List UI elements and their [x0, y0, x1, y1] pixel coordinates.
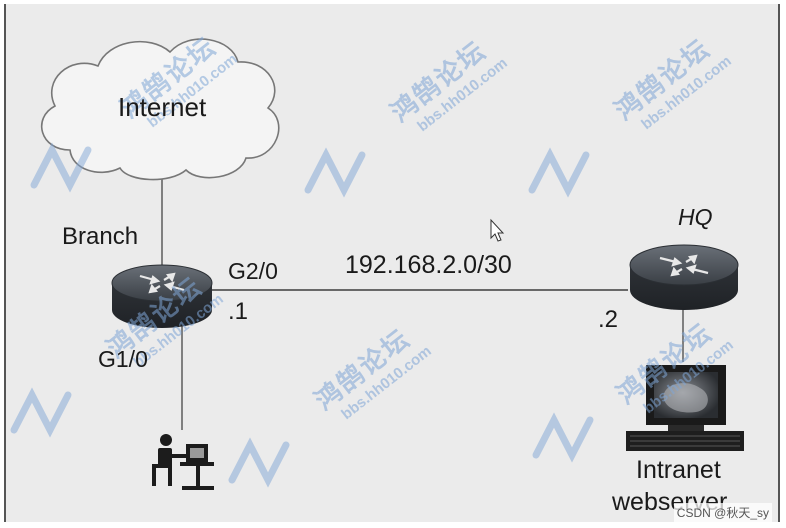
internet-label: Internet [118, 92, 207, 122]
interface-g1-label: G1/0 [98, 346, 148, 372]
hq-label: HQ [678, 204, 713, 230]
server-monitor-icon [626, 365, 744, 451]
branch-label: Branch [62, 223, 139, 250]
webserver-label-line1: Intranet [636, 456, 721, 484]
router-icon [629, 244, 739, 310]
watermark-logo-icon [10, 142, 594, 488]
router-icon [111, 264, 213, 328]
interface-g2-label: G2/0 [228, 258, 278, 284]
branch-ip-label: .1 [228, 298, 249, 325]
hq-ip-label: .2 [598, 306, 619, 333]
user-at-pc-icon [152, 434, 214, 490]
cloud-icon [40, 38, 280, 181]
mouse-cursor-icon [490, 218, 505, 242]
subnet-label: 192.168.2.0/30 [345, 251, 512, 279]
credit-text: CSDN @秋天_sy [673, 503, 772, 522]
